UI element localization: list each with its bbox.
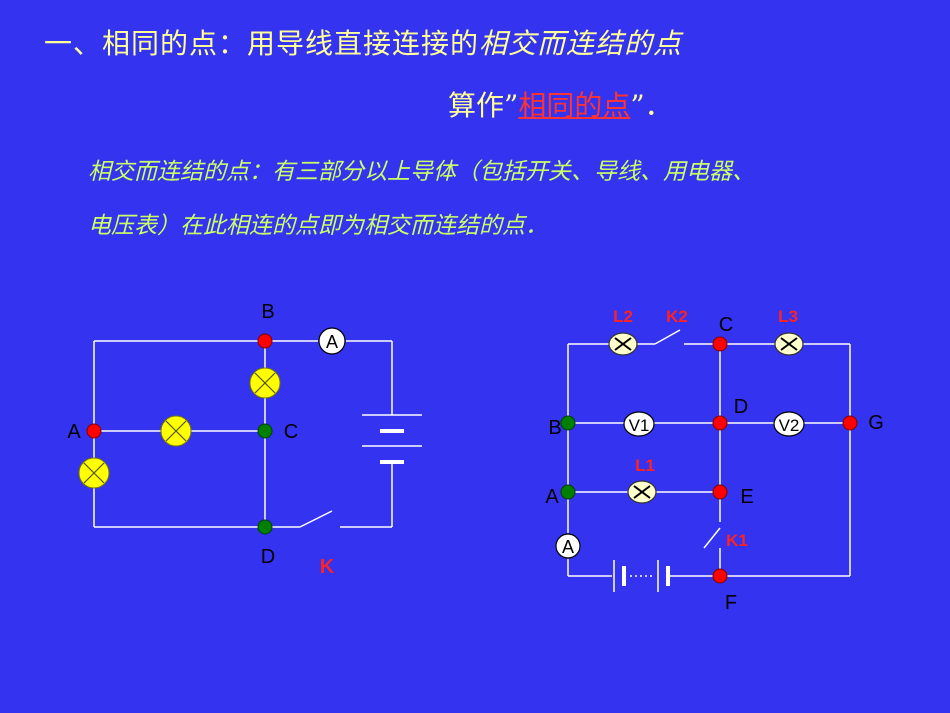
lamp-icon (160, 415, 192, 447)
left-ammeter: A (318, 327, 346, 355)
lamp-label-l3: L3 (778, 307, 798, 326)
node-label-a: A (545, 486, 559, 508)
definition-text: 相交而连结的点：有三部分以上导体（包括开关、导线、用电器、 电压表）在此相连的点… (88, 145, 755, 253)
lamp-label-l2: L2 (613, 307, 633, 326)
voltmeter-v1: V1 (623, 411, 655, 437)
lamp-icon (627, 480, 657, 504)
title-line2: 算作”相同的点”． (448, 84, 673, 124)
switch-label-k2: K2 (666, 307, 688, 326)
node-c (257, 423, 273, 439)
definition-line-1: 相交而连结的点：有三部分以上导体（包括开关、导线、用电器、 (88, 159, 755, 185)
node-a (86, 423, 102, 439)
node-g (842, 415, 858, 431)
lamp-label-l1: L1 (635, 456, 655, 475)
left-switch-k (299, 510, 333, 528)
lamp-icon (608, 332, 638, 356)
node-c (712, 336, 728, 352)
node-label-a: A (67, 421, 81, 443)
right-battery (613, 560, 670, 592)
node-label-b: B (548, 417, 561, 439)
definition-line-2: 电压表）在此相连的点即为相交而连结的点． (88, 213, 548, 239)
right-ammeter-label: A (562, 537, 574, 557)
lamp-icon (249, 367, 281, 399)
right-ammeter: A (555, 533, 581, 559)
ammeter-label: A (326, 332, 338, 352)
node-label-e: E (740, 486, 753, 508)
line2-suffix: ”． (630, 89, 673, 122)
lamp-icon (78, 457, 110, 489)
page-title: 一、相同的点：用导线直接连接的相交而连结的点 (44, 22, 682, 62)
node-label-b: B (261, 301, 274, 323)
voltmeter-v2: V2 (773, 411, 805, 437)
node-f (712, 568, 728, 584)
node-label-c: C (719, 314, 733, 336)
title-emphasis: 相交而连结的点 (479, 27, 683, 60)
voltmeter-v2-label: V2 (779, 416, 800, 435)
node-label-c: C (284, 421, 298, 443)
node-b (560, 415, 576, 431)
right-switch-k2 (654, 329, 681, 345)
right-circuit (567, 329, 851, 577)
node-label-d: D (261, 546, 275, 568)
switch-label-k1: K1 (726, 531, 748, 550)
node-b (257, 333, 273, 349)
line2-highlight: 相同的点 (518, 89, 631, 122)
right-switch-k1 (703, 527, 721, 549)
node-e (712, 484, 728, 500)
title-prefix: 一、相同的点：用导线直接连接的 (44, 27, 480, 60)
voltmeter-v1-label: V1 (629, 416, 650, 435)
node-label-d: D (734, 396, 748, 418)
lamp-icon (774, 332, 804, 356)
left-circuit (93, 340, 393, 528)
left-battery (362, 414, 422, 464)
switch-label-k: K (320, 556, 335, 578)
node-d (712, 415, 728, 431)
line2-prefix: 算作” (448, 89, 519, 122)
node-label-f: F (725, 592, 737, 614)
node-a (560, 484, 576, 500)
node-label-g: G (868, 412, 884, 434)
node-d (257, 519, 273, 535)
